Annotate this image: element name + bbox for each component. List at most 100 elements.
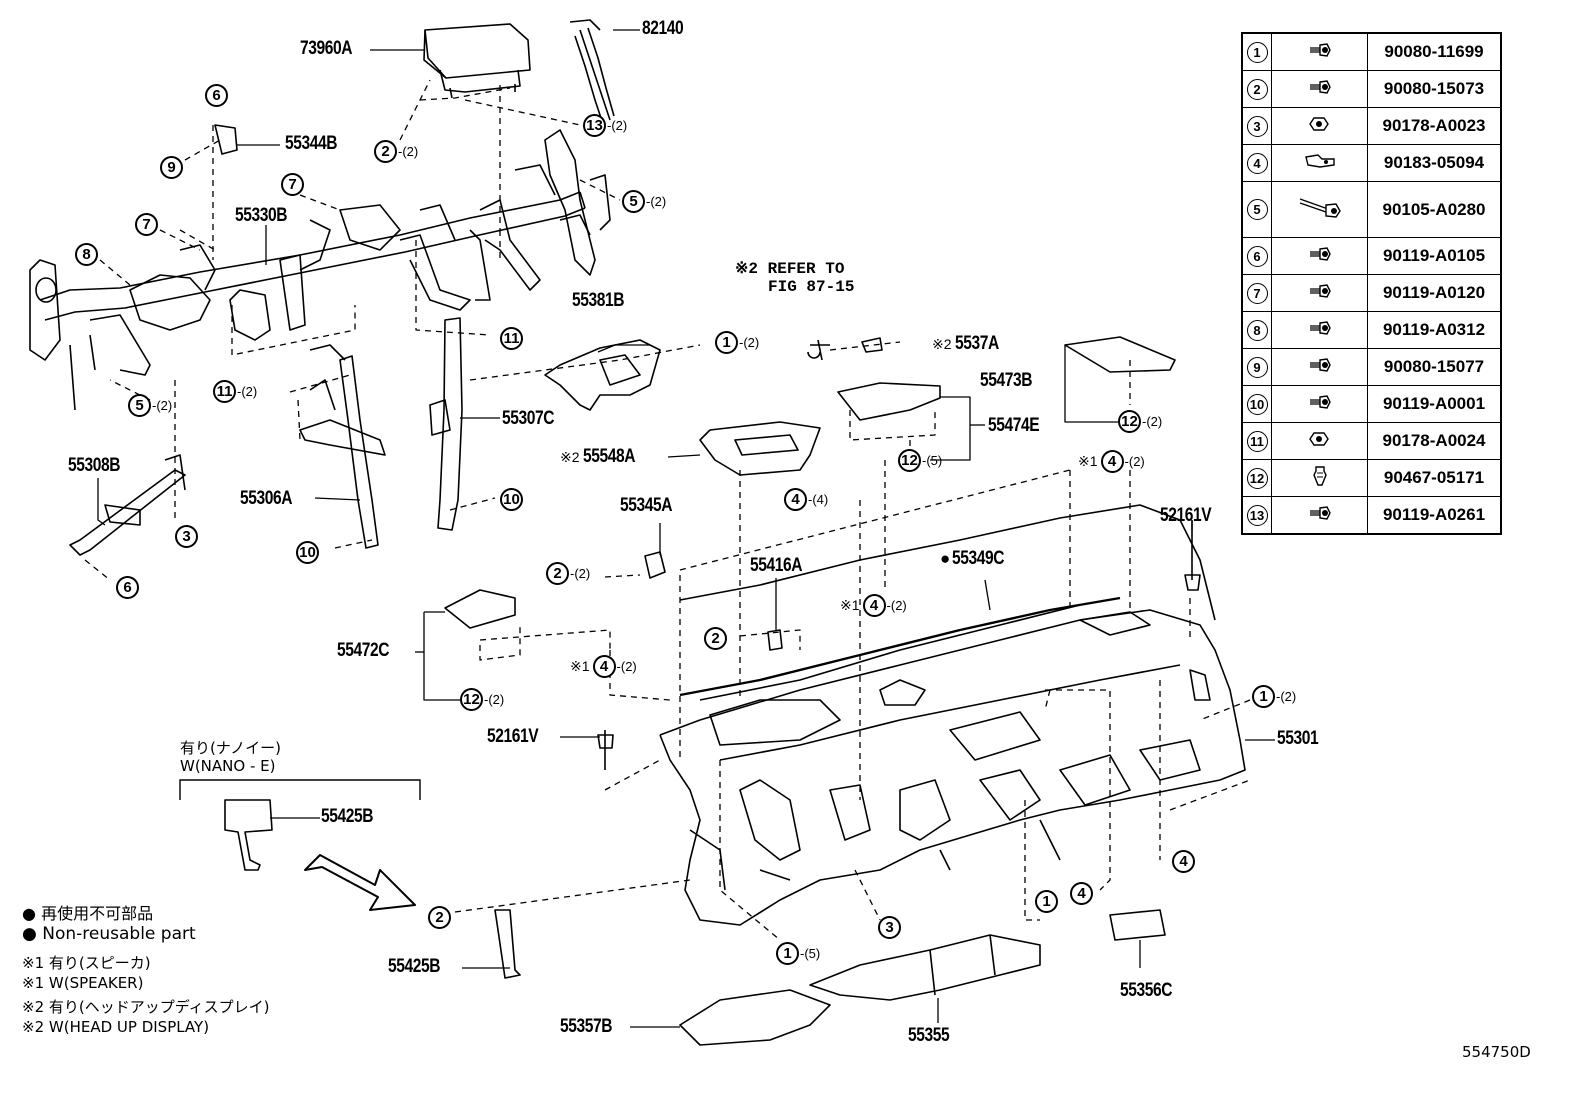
silencer-55355-drawing	[809, 934, 1041, 1001]
fastener-row: 2 90080-15073	[1241, 70, 1502, 108]
callout-1: 1-(2)	[1252, 685, 1296, 708]
hud-bezel-55548a-drawing	[699, 421, 821, 476]
legend-note2-jp: ※2 有り(ヘッドアップディスプレイ)	[22, 998, 270, 1016]
non-reusable-dot-icon: ●	[22, 924, 37, 944]
fastener-number: 11	[1241, 422, 1272, 460]
bracket-55381b-drawing	[544, 339, 661, 411]
fastener-row: 4 90183-05094	[1241, 144, 1502, 182]
part-label-55307c: 55307C	[502, 408, 555, 429]
callout-12: 12-(5)	[898, 449, 942, 472]
part-label-55306a: 55306A	[240, 488, 293, 509]
part-label-55308b: 55308B	[68, 455, 121, 476]
part-label-55425b-top: 55425B	[321, 806, 374, 827]
fastener-row: 7 90119-A0120	[1241, 274, 1502, 312]
callout-5: 5-(2)	[128, 394, 172, 417]
fastener-number: 5	[1241, 181, 1272, 238]
bolt-icon	[1271, 32, 1368, 71]
legend-note1-jp: ※1 有り(スピーカ)	[22, 954, 151, 972]
fastener-number: 10	[1241, 385, 1272, 423]
callout-7: 7	[281, 173, 304, 196]
part-number: 55548A	[582, 446, 636, 467]
instrument-panel-drawing	[659, 504, 1246, 926]
callout-4: 4	[1070, 882, 1093, 905]
callout-3: 3	[175, 525, 198, 548]
part-label-55357b: 55357B	[560, 1016, 613, 1037]
fastener-part-number: 90119-A0120	[1367, 274, 1502, 312]
fastener-number: 9	[1241, 348, 1272, 386]
cover-55473b-drawing	[1064, 336, 1176, 373]
cover-55472c-drawing	[444, 589, 516, 629]
part-label-55344b: 55344B	[285, 133, 338, 154]
fastener-part-number: 90178-A0024	[1367, 422, 1502, 460]
fastener-number: 1	[1241, 32, 1272, 71]
fastener-part-number: 90119-A0261	[1367, 496, 1502, 535]
fastener-number: 3	[1241, 107, 1272, 145]
callout-11: 11	[500, 327, 523, 350]
bracket-55308b-drawing	[69, 454, 186, 556]
callout-1: 1-(5)	[776, 942, 820, 965]
part-number: 5537A	[954, 333, 999, 354]
clip-nut-icon	[1271, 144, 1368, 182]
part-label-52161v-right: 52161V	[1160, 505, 1212, 526]
fastener-number: 13	[1241, 496, 1272, 535]
fastener-table: 1 90080-11699 2 90080-15073 3 90178-A0023 4 901…	[1241, 32, 1502, 535]
airbag-module-drawing	[423, 23, 531, 99]
callout-4: 4-(4)	[784, 488, 828, 511]
part-label-73960a: 73960A	[300, 38, 353, 59]
callout-10: 10	[500, 488, 523, 511]
fastener-part-number: 90178-A0023	[1367, 107, 1502, 145]
fastener-number: 2	[1241, 70, 1272, 108]
callout-10: 10	[296, 541, 319, 564]
silencer-55356c-drawing	[1109, 909, 1166, 941]
bolt-icon	[1271, 237, 1368, 275]
callout-12: 12-(2)	[1118, 410, 1162, 433]
fastener-part-number: 90080-11699	[1367, 32, 1502, 71]
fastener-row: 1 90080-11699	[1241, 32, 1502, 71]
bolt-icon	[1271, 348, 1368, 386]
callout-9: 9	[160, 156, 183, 179]
part-label-55472c: 55472C	[337, 640, 390, 661]
callout-12: 12-(2)	[460, 688, 504, 711]
callout-1: 1	[1035, 890, 1058, 913]
fastener-number: 12	[1241, 459, 1272, 497]
fastener-part-number: 90119-A0105	[1367, 237, 1502, 275]
callout-2: 2-(2)	[374, 140, 418, 163]
refer-note-line2: FIG 87-15	[768, 278, 855, 296]
part-label-55474e: 55474E	[988, 415, 1040, 436]
fastener-part-number: 90183-05094	[1367, 144, 1502, 182]
part-label-55548a: ※2 55548A	[560, 446, 646, 468]
callout-8: 8	[75, 243, 98, 266]
reinforcement-beam-drawing	[29, 129, 611, 411]
callout-11: 11-(2)	[213, 380, 257, 403]
figure-id: 554750D	[1462, 1043, 1531, 1061]
fastener-row: 5 90105-A0280	[1241, 181, 1502, 238]
fastener-part-number: 90105-A0280	[1367, 181, 1502, 238]
fastener-part-number: 90080-15073	[1367, 70, 1502, 108]
arrow-shape	[304, 854, 416, 911]
legend-nonreusable-en: ● Non-reusable part	[22, 924, 196, 944]
fastener-number: 7	[1241, 274, 1272, 312]
callout-6: 6	[116, 576, 139, 599]
note-mark-2: ※2	[932, 335, 952, 352]
callout-7: 7	[135, 213, 158, 236]
bracket-55344b-drawing	[214, 124, 238, 155]
legend-note1-en: ※1 W(SPEAKER)	[22, 974, 144, 992]
nano-label-en: W(NANO - E)	[180, 757, 276, 775]
callout-3: 3	[878, 916, 901, 939]
part-label-55356c: 55356C	[1120, 980, 1173, 1001]
legend-note2-en: ※2 W(HEAD UP DISPLAY)	[22, 1018, 210, 1036]
callout-5: 5-(2)	[622, 190, 666, 213]
fastener-row: 3 90178-A0023	[1241, 107, 1502, 145]
non-reusable-dot-icon: ●	[22, 904, 36, 923]
cover-55474e-drawing	[837, 382, 941, 421]
fastener-number: 4	[1241, 144, 1272, 182]
non-reusable-dot-icon: ●	[940, 549, 951, 568]
